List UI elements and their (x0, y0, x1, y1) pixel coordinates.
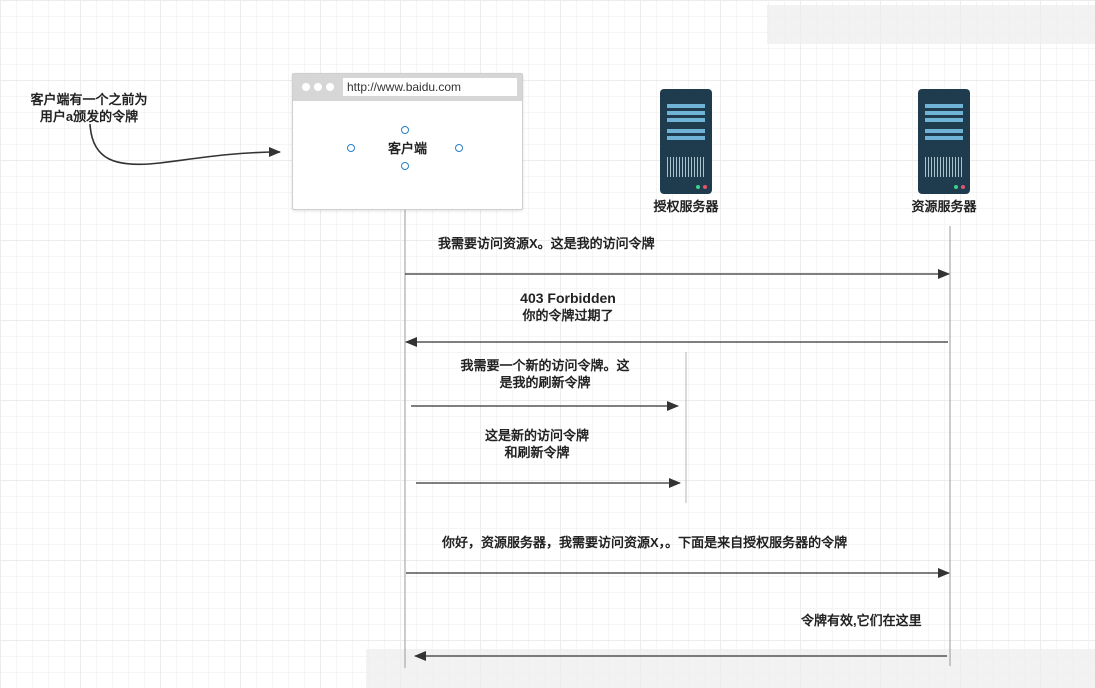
client-browser-window[interactable]: http://www.baidu.com 客户端 (292, 73, 523, 210)
resource-server-icon[interactable] (918, 89, 970, 194)
note-line-1: 客户端有一个之前为 (30, 92, 148, 107)
browser-toolbar: http://www.baidu.com (293, 74, 522, 101)
note-arrow (89, 123, 281, 166)
message-retry-resource: 你好，资源服务器，我需要访问资源X，。下面是来自授权服务器的令牌 (442, 535, 848, 550)
message-new-tokens: 这是新的访问令牌 和刷新令牌 (462, 427, 612, 461)
client-token-note: 客户端有一个之前为 用户a颁发的令牌 (14, 91, 164, 125)
browser-address-bar[interactable]: http://www.baidu.com (343, 78, 517, 96)
message-request-resource: 我需要访问资源X。这是我的访问令牌 (438, 236, 655, 251)
message-refresh-line-2: 是我的刷新令牌 (499, 375, 591, 390)
selection-handle-left[interactable] (347, 144, 355, 152)
selection-handle-bottom[interactable] (401, 162, 409, 170)
auth-server-icon[interactable] (660, 89, 712, 194)
message-forbidden-status: 403 Forbidden (520, 290, 616, 306)
message-refresh-line-1: 我需要一个新的访问令牌。这 (460, 358, 630, 373)
window-dot-icon (314, 83, 322, 91)
top-right-band (767, 5, 1095, 44)
resource-server-label: 资源服务器 (911, 199, 977, 214)
selection-handle-right[interactable] (455, 144, 463, 152)
selection-handle-top[interactable] (401, 126, 409, 134)
note-line-2: 用户a颁发的令牌 (39, 109, 139, 124)
message-new-tokens-line-1: 这是新的访问令牌 (484, 428, 589, 443)
window-dot-icon (302, 83, 310, 91)
message-new-tokens-line-2: 和刷新令牌 (504, 445, 570, 460)
auth-server-label: 授权服务器 (653, 199, 719, 214)
message-token-valid: 令牌有效,它们在这里 (801, 613, 922, 628)
message-forbidden: 403 Forbidden 你的令牌过期了 (488, 290, 648, 324)
message-forbidden-reason: 你的令牌过期了 (522, 308, 614, 323)
client-label: 客户端 (387, 141, 427, 156)
message-refresh-request: 我需要一个新的访问令牌。这 是我的刷新令牌 (450, 357, 640, 391)
window-dot-icon (326, 83, 334, 91)
